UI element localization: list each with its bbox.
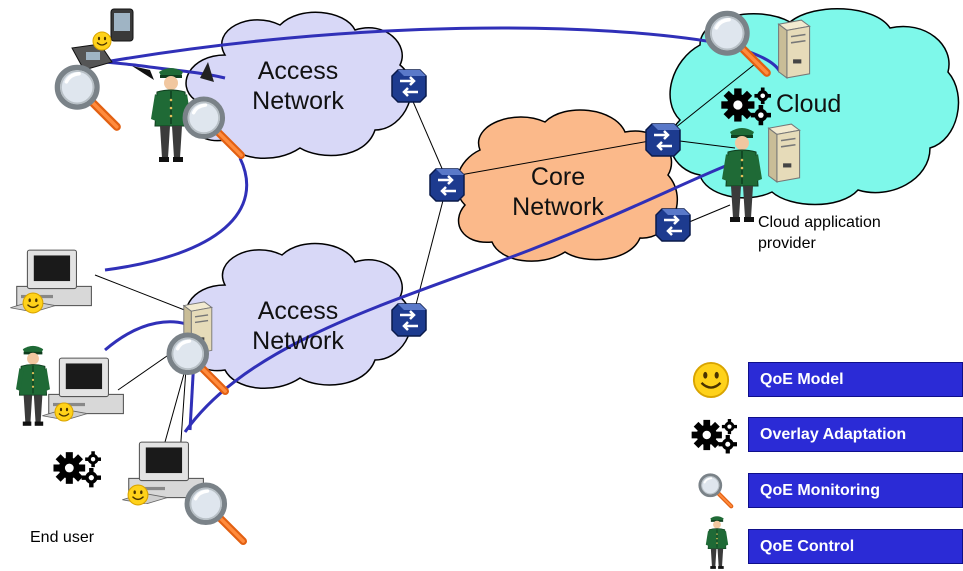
core-network-line2: Network <box>512 193 604 221</box>
legend-policeman-icon <box>705 515 729 570</box>
access-network-bottom-label: Access Network <box>238 296 358 356</box>
router-icon <box>390 68 428 104</box>
cloud-provider-line2: provider <box>758 235 816 252</box>
router-icon <box>390 302 428 338</box>
pc-icon <box>10 249 92 312</box>
cloud-server-icon <box>777 19 811 79</box>
smiley-icon <box>54 402 74 422</box>
megaphone-icon <box>200 62 214 82</box>
legend-qoe-model: QoE Model <box>748 362 963 397</box>
legend-magnifier-icon <box>700 475 731 506</box>
legend-smiley-icon <box>692 361 730 399</box>
access-network-top-line2: Network <box>252 87 344 115</box>
smiley-icon <box>22 292 44 314</box>
magnifier-icon <box>57 67 116 126</box>
core-network-cloud <box>455 109 679 262</box>
end-user-label: End user <box>30 529 95 546</box>
router-icon <box>428 167 466 203</box>
router-icon <box>654 207 692 243</box>
smiley-icon <box>92 31 112 51</box>
access-network-top-line1: Access <box>257 57 339 85</box>
cloud-provider-label: Cloud application provider <box>758 212 881 254</box>
megaphone-icon <box>132 66 154 80</box>
pc-icon <box>42 357 124 420</box>
cloud-server-icon <box>767 123 801 183</box>
router-icon <box>644 122 682 158</box>
legend-overlay-adaptation: Overlay Adaptation <box>748 417 963 452</box>
smiley-icon <box>127 484 149 506</box>
access-network-bottom-line1: Access <box>257 297 339 325</box>
legend-qoe-control: QoE Control <box>748 529 963 564</box>
core-network-line1: Core <box>530 163 586 191</box>
cloud-provider-line1: Cloud application <box>758 214 881 231</box>
access-network-top-label: Access Network <box>238 56 358 116</box>
legend-gears-icon <box>691 419 737 454</box>
access-network-bottom-line2: Network <box>252 327 344 355</box>
policeman-icon <box>16 345 50 427</box>
magnifier-icon <box>187 485 243 541</box>
legend-qoe-monitoring: QoE Monitoring <box>748 473 963 508</box>
gears-icon <box>53 451 101 488</box>
cloud-label: Cloud <box>776 90 842 118</box>
core-network-label: Core Network <box>498 162 618 222</box>
